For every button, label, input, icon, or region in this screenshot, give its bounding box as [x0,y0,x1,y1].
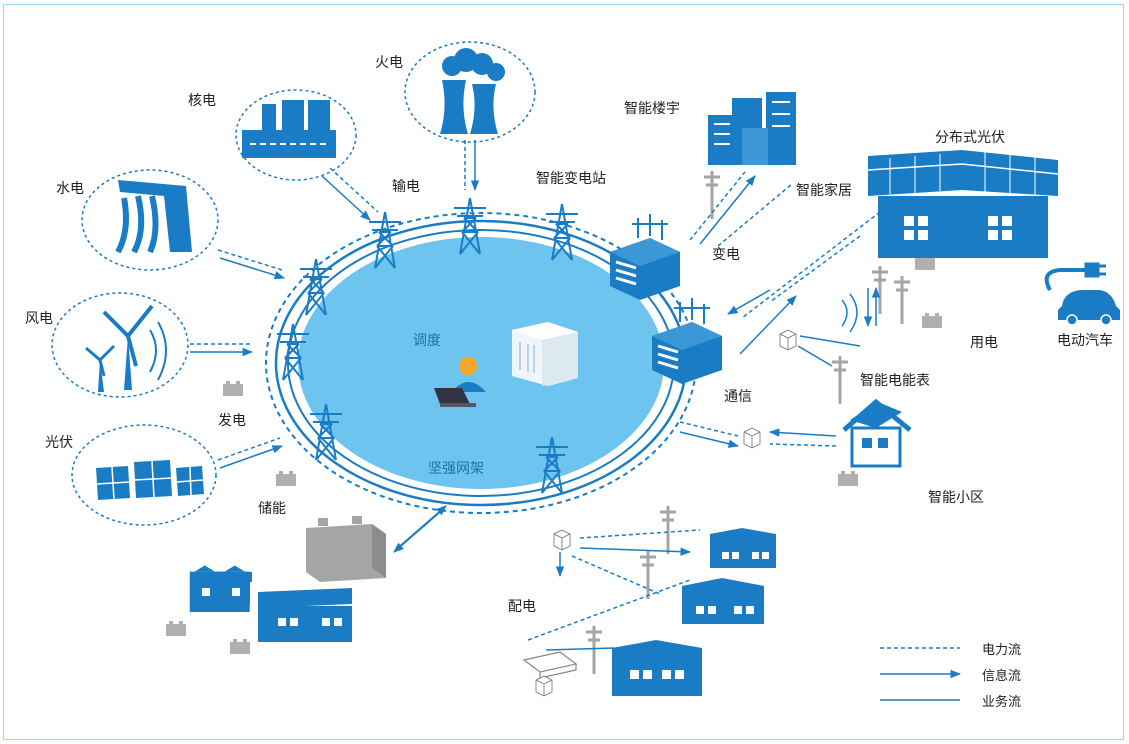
distribution-flows [527,529,701,651]
legend-label-info-flow: 信息流 [982,669,1022,684]
utility-pole-icon [830,354,850,406]
label-fire-power: 火电 [375,55,403,71]
label-transmission: 输电 [392,179,420,195]
power-plant-icon [242,100,336,158]
label-smart-home: 智能家居 [796,183,852,199]
consumer-flows [727,211,881,367]
label-smart-meter: 智能电能表 [860,373,930,389]
factory-icon [710,528,776,568]
house-icon [842,398,912,468]
communication-box-icon [535,675,553,697]
label-electric-vehicle: 电动汽车 [1057,333,1113,349]
electric-car-icon [1044,262,1120,326]
label-storage: 储能 [258,501,286,517]
fire-power-bubble [404,41,536,143]
battery-icon [223,381,243,396]
label-distributed-pv: 分布式光伏 [935,130,1005,146]
label-smart-building: 智能楼宇 [624,101,680,117]
hydro-power-bubble [81,169,219,271]
communication-box-icon [743,427,761,449]
utility-pole-icon [892,274,912,326]
substation-icon [650,296,724,386]
factory-icon [682,578,764,624]
legend-label-power-flow: 电力流 [982,643,1022,658]
label-communication: 通信 [724,389,752,405]
smart-substation-icon [608,212,682,302]
label-strong-grid: 坚强网架 [428,461,484,477]
signal-waves-icon [841,293,858,333]
communication-box-icon [553,529,571,551]
label-wind-power: 风电 [25,311,53,327]
nuclear-power-bubble [235,89,357,181]
legend-label-business-flow: 业务流 [982,695,1022,710]
diagram-frame [3,4,1124,740]
legend [880,647,962,701]
factory-icon [612,640,702,696]
distributed-pv-building-icon [867,150,1059,258]
label-hydro-power: 水电 [56,181,84,197]
battery-icon [838,471,858,486]
wind-power-bubble [51,292,189,398]
label-nuclear-power: 核电 [188,93,216,109]
grid-center-area [298,237,664,489]
generation-flows [190,140,480,469]
building-flows [689,171,793,247]
office-building-icon [708,92,796,165]
battery-icon [276,471,296,486]
community-flows [679,421,837,448]
operator-icon [434,357,486,407]
storage-flows [393,505,447,553]
label-distribution: 配电 [508,599,536,615]
factory-icon [190,572,252,604]
label-generation: 发电 [218,413,246,429]
utility-pole-icon [584,624,604,676]
label-electricity-use: 用电 [970,335,998,351]
battery-icon [166,621,186,636]
utility-pole-icon [870,264,890,316]
battery-icon [230,639,250,654]
dispatch-center-building-icon [512,322,578,386]
label-solar-power: 光伏 [45,435,73,451]
cooling-tower-icon [440,48,505,134]
label-transformation: 变电 [712,247,740,263]
router-icon [522,651,578,679]
storage-battery-icon [306,516,386,582]
battery-icon [922,313,942,328]
solar-power-bubble [71,424,217,526]
utility-pole-icon [638,549,658,601]
factory-icon [258,588,352,642]
label-smart-substation: 智能变电站 [536,171,606,187]
communication-box-icon [779,329,797,351]
label-dispatch: 调度 [413,333,441,349]
wind-turbine-icon [85,304,167,392]
label-smart-community: 智能小区 [928,490,984,506]
dam-icon [115,180,192,254]
solar-panel-icon [95,460,205,500]
utility-pole-icon [658,504,678,556]
